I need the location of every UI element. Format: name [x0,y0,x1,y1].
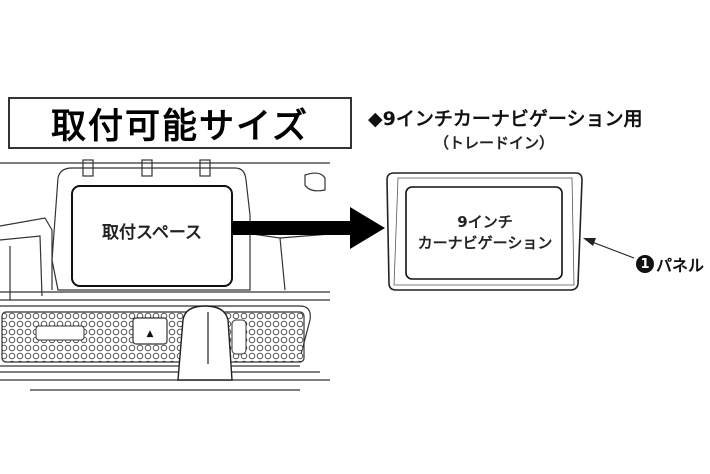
callout-label: パネル [656,256,705,275]
hazard-icon: ▲ [147,329,154,339]
title-box: 取付可能サイズ [8,97,352,149]
vent-slot [35,325,85,341]
nav-panel-screen [405,186,563,280]
mounting-space-label: 取付スペース [102,223,202,243]
direction-arrow [232,207,385,249]
dashboard-illustration: ▲ [0,159,635,391]
panel-callout: 1 パネル [636,252,704,276]
nav-panel-line1: 9インチ [457,213,513,231]
trade-in-note: （トレードイン） [434,134,555,152]
nav-panel-label: 9インチ カーナビゲーション [400,212,570,254]
nav-panel-line2: カーナビゲーション [417,234,553,252]
nav-size-heading: ◆9インチカーナビゲーション用 [368,108,643,130]
page-title: 取付可能サイズ [51,106,309,147]
callout-number-badge: 1 [636,255,654,273]
mounting-space-box [71,185,233,287]
shift-lever [177,305,233,381]
hazard-button [132,317,168,345]
